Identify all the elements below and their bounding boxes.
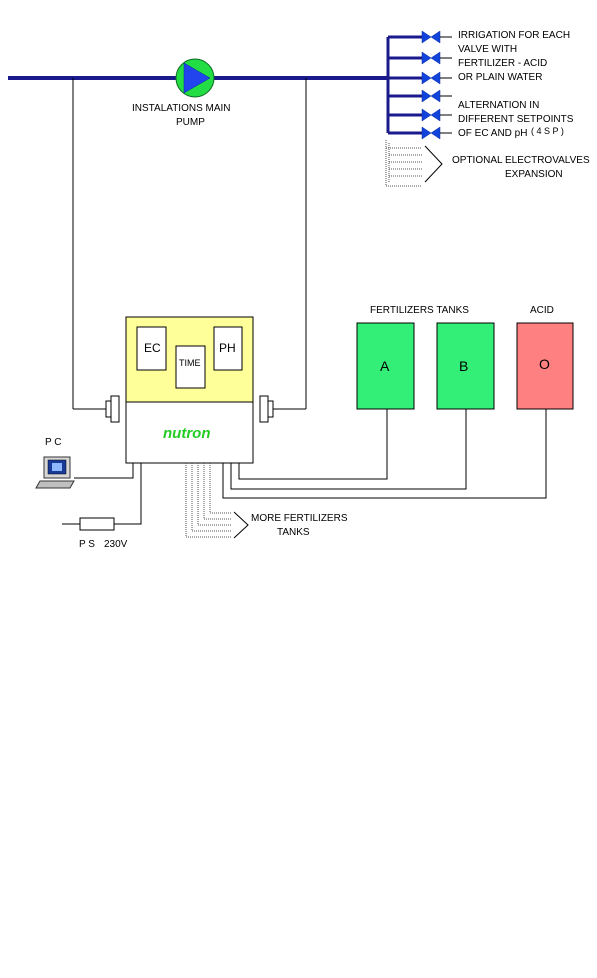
expansion-label-1: OPTIONAL ELECTROVALVES (452, 155, 590, 166)
valve-icon (421, 108, 441, 122)
more-tanks-lines (185, 463, 232, 538)
pc-label: P C (45, 437, 62, 448)
acid-title: ACID (530, 305, 554, 316)
fertilizers-tanks-title: FERTILIZERS TANKS (370, 305, 469, 316)
tank-b (436, 322, 495, 410)
right-union-icon (259, 395, 274, 423)
voltage-label: 230V (104, 539, 128, 550)
optional-expansion-lines (385, 140, 422, 187)
more-tanks-chevron-icon (233, 511, 249, 539)
valve-manifold (386, 35, 422, 135)
valve-icon (421, 71, 441, 85)
pump-label-1: INSTALATIONS MAIN (132, 103, 231, 114)
pump-icon (175, 58, 215, 98)
ec-display (136, 326, 167, 371)
brand-logo: nutron (163, 425, 210, 442)
tank-acid-label: O (539, 356, 550, 372)
tank-b-label: B (459, 358, 468, 374)
irrigation-note-5: ALTERNATION IN (458, 100, 539, 111)
valve-icon (421, 30, 441, 44)
more-tanks-label-1: MORE FERTILIZERS (251, 513, 348, 524)
expansion-label-2: EXPANSION (505, 169, 563, 180)
fuse-icon (79, 517, 115, 531)
more-tanks-label-2: TANKS (277, 527, 310, 538)
time-display (175, 345, 206, 389)
left-union-icon (105, 395, 120, 423)
pc-cable (74, 463, 134, 479)
tank-a (356, 322, 415, 410)
irrigation-note-7: OF EC AND pH (458, 128, 527, 139)
irrigation-note-6: DIFFERENT SETPOINTS (458, 114, 574, 125)
valve-icon (421, 126, 441, 140)
irrigation-note-2: VALVE WITH (458, 44, 517, 55)
time-label: TIME (179, 358, 201, 368)
valve-icon (421, 51, 441, 65)
ph-label: PH (219, 341, 236, 355)
expansion-chevron-icon (424, 145, 443, 183)
power-line (62, 463, 142, 525)
tank-lines (222, 409, 547, 499)
setpoints-note: ( 4 S P ) (531, 126, 564, 136)
computer-icon (35, 456, 75, 489)
irrigation-note-3: FERTILIZER - ACID (458, 58, 547, 69)
pump-label-2: PUMP (176, 117, 205, 128)
nutron-controller (125, 316, 254, 464)
ps-label: P S (79, 539, 95, 550)
ec-label: EC (144, 341, 161, 355)
tank-acid (516, 322, 574, 410)
bypass-loop (72, 78, 307, 410)
ph-display (213, 326, 243, 371)
tank-a-label: A (380, 358, 390, 374)
valve-icon (421, 89, 441, 103)
irrigation-note-1: IRRIGATION FOR EACH (458, 30, 570, 41)
irrigation-note-4: OR PLAIN WATER (458, 72, 542, 83)
